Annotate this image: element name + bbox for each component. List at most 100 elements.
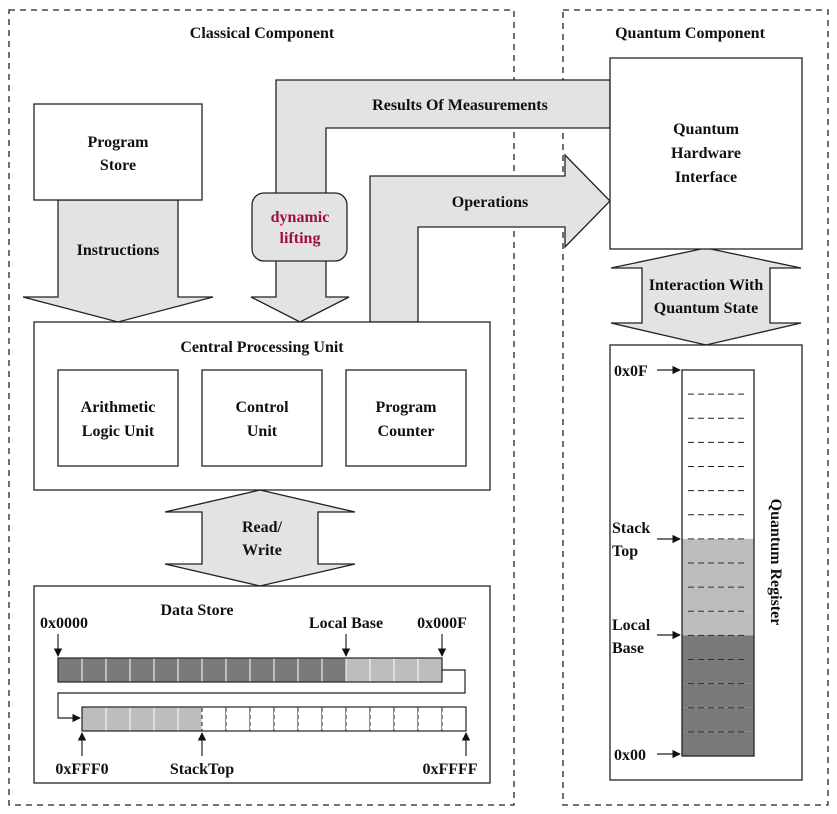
program-store-label: Program — [87, 134, 149, 151]
quantum-component-region — [562, 9, 829, 806]
interaction-label: Interaction With — [649, 277, 764, 294]
quantum-register-cell — [682, 466, 754, 491]
data-store-cell — [249, 706, 275, 732]
qreg-0x0F-label: 0x0F — [614, 363, 648, 380]
operations-label: Operations — [452, 194, 528, 211]
data-store-cell — [57, 657, 83, 683]
quantum-register-cell — [682, 731, 754, 756]
classical-component-title: Classical Component — [190, 25, 335, 42]
qreg-0x00-label: 0x00 — [614, 747, 646, 764]
control-unit-box — [201, 369, 323, 467]
data-store-cell — [153, 706, 179, 732]
addr-0xFFFF-label: 0xFFFF — [422, 761, 477, 778]
data-store-cell — [129, 657, 155, 683]
qreg-stack-top-label: Stack — [612, 520, 650, 537]
interaction-label-2: Quantum State — [654, 300, 758, 317]
dynamic-lifting-label-2: lifting — [280, 230, 321, 247]
quantum-register-cell — [682, 394, 754, 419]
quantum-register-column — [682, 370, 754, 756]
data-store-cell — [81, 706, 107, 732]
quantum-register-cell — [682, 514, 754, 539]
program-store-box — [33, 103, 203, 201]
data-store-cell — [105, 706, 131, 732]
data-store-cell — [249, 657, 275, 683]
read-write-label: Read/ — [242, 519, 283, 536]
quantum-register-column-outline — [681, 369, 755, 757]
quantum-register-cell — [682, 490, 754, 515]
data-store-cell — [321, 657, 347, 683]
control-unit-label: Control — [235, 399, 289, 416]
addr-0xFFF0-label: 0xFFF0 — [55, 761, 108, 778]
data-store-cell-outline — [81, 706, 467, 732]
data-store-cell — [393, 706, 419, 732]
data-store-cell — [417, 657, 443, 683]
data-store-cell — [225, 657, 251, 683]
row-wrap-connector — [57, 669, 466, 723]
data-store-cell — [177, 706, 203, 732]
data-store-cell — [177, 657, 203, 683]
data-store-cell — [129, 706, 155, 732]
data-store-title: Data Store — [160, 602, 233, 619]
data-store-row-lower — [81, 706, 467, 732]
data-store-row-upper — [57, 657, 443, 683]
read-write-label-2: Write — [242, 542, 282, 559]
stack-top-label: StackTop — [170, 761, 234, 778]
data-store-cell — [441, 706, 467, 732]
quantum-register-cell — [682, 538, 754, 563]
dynamic-lifting-badge — [251, 192, 348, 262]
control-unit-label-2: Unit — [247, 423, 278, 440]
quantum-register-cell — [682, 563, 754, 588]
quantum-register-cell — [682, 707, 754, 732]
classical-component-region — [8, 9, 515, 806]
data-store-cell — [369, 706, 395, 732]
data-store-cell — [297, 706, 323, 732]
data-store-cell — [345, 657, 371, 683]
quantum-register-cell — [682, 635, 754, 660]
program-store-label-2: Store — [100, 157, 136, 174]
quantum-register-cell — [682, 683, 754, 708]
data-store-cell — [321, 706, 347, 732]
interaction-arrow — [610, 247, 802, 346]
addr-0x000F-label: 0x000F — [417, 615, 467, 632]
operations-arrow — [369, 153, 611, 323]
alu-box — [57, 369, 179, 467]
data-store-cell — [201, 706, 227, 732]
data-store-cell — [105, 657, 131, 683]
dynamic-lifting-label: dynamic — [271, 209, 330, 226]
data-store-cell — [393, 657, 419, 683]
instructions-arrow — [22, 199, 214, 323]
qreg-local-base-label-2: Base — [612, 640, 644, 657]
quantum-hardware-interface-label-3: Interface — [675, 169, 737, 186]
quantum-register-cell — [682, 587, 754, 612]
quantum-register-title: Quantum Register — [767, 499, 784, 626]
quantum-register-cell — [682, 418, 754, 443]
quantum-component-title: Quantum Component — [615, 25, 765, 42]
data-store-cell — [81, 657, 107, 683]
program-counter-label: Program — [375, 399, 437, 416]
quantum-hardware-interface-box — [609, 57, 803, 250]
data-store-cell — [417, 706, 443, 732]
program-counter-label-2: Counter — [378, 423, 435, 440]
program-counter-box — [345, 369, 467, 467]
quantum-register-cell — [682, 659, 754, 684]
read-write-arrow — [164, 489, 356, 587]
qreg-local-base-label: Local — [612, 617, 651, 634]
local-base-label: Local Base — [309, 615, 383, 632]
cpu-title: Central Processing Unit — [180, 339, 344, 356]
data-store-cell — [201, 657, 227, 683]
data-store-cell — [369, 657, 395, 683]
quantum-register-cell — [682, 611, 754, 636]
data-store-cell — [273, 657, 299, 683]
data-store-cell — [297, 657, 323, 683]
quantum-hardware-interface-label-2: Hardware — [671, 145, 741, 162]
results-of-measurements-label: Results Of Measurements — [372, 97, 548, 114]
data-store-cell — [273, 706, 299, 732]
quantum-hardware-interface-label: Quantum — [673, 121, 739, 138]
data-store-cell — [153, 657, 179, 683]
data-store-box — [33, 585, 491, 784]
quantum-register-cell — [682, 370, 754, 395]
quantum-register-cell — [682, 442, 754, 467]
data-store-cell — [345, 706, 371, 732]
addr-0x0000-label: 0x0000 — [40, 615, 88, 632]
